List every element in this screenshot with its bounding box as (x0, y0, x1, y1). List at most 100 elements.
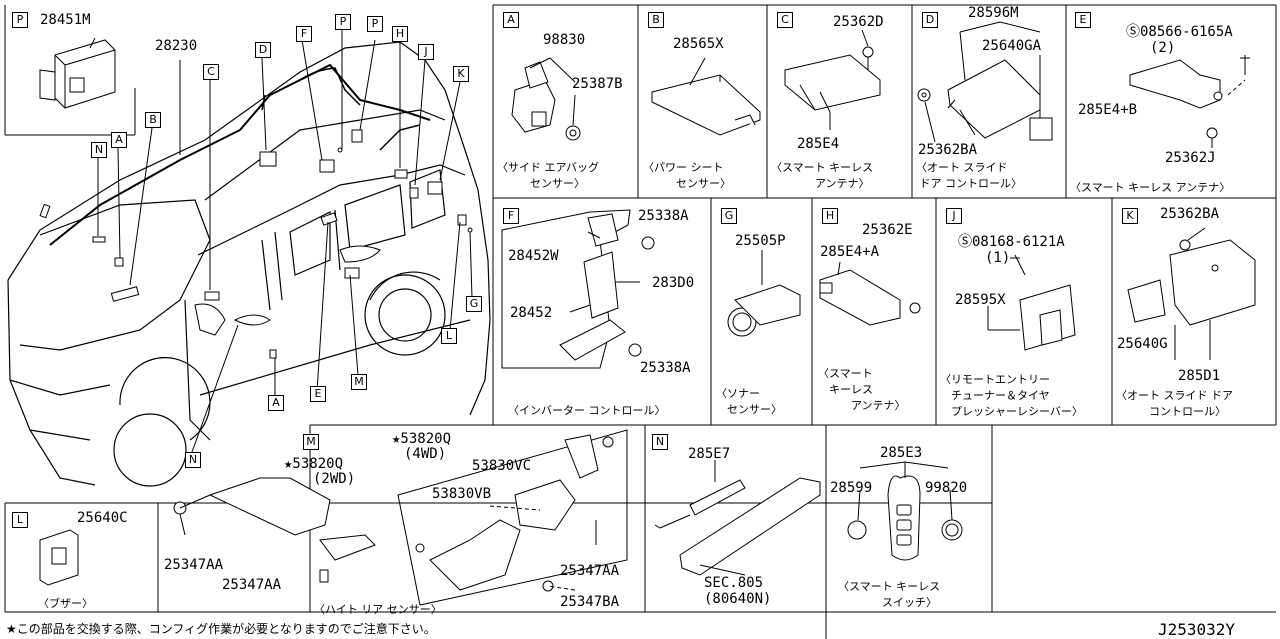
part-number-28599: 28599 (830, 480, 873, 496)
callout-L: L (441, 328, 457, 344)
part-53820Q-2WD-drawing (173, 477, 376, 583)
part-285E4B-drawing (1129, 55, 1250, 148)
panel-L-caption: 〈ブザー〉 (38, 597, 93, 610)
panel-K-label: K (1122, 208, 1138, 224)
panel-F-caption: 〈インバーター コントロール〉 (508, 404, 666, 417)
panel-A-caption: 〈サイド エアバッグ センサー〉 (497, 161, 600, 190)
part-285E7-drawing (654, 460, 821, 576)
panel-switch-caption: 〈スマート キーレス スイッチ〉 (838, 580, 941, 609)
part-number-285E7: 285E7 (688, 446, 731, 462)
callout-G-bottom: G (466, 296, 482, 312)
panel-M-label: M (303, 434, 319, 450)
panel-K-caption: 〈オート スライド ドア コントロール〉 (1116, 389, 1233, 418)
part-number-99820: 99820 (925, 480, 968, 496)
panel-D-label: D (922, 12, 938, 28)
callout-H: H (392, 26, 408, 42)
part-53820Q-4WD-drawing (397, 429, 628, 606)
panel-B-caption: 〈パワー シート センサー〉 (643, 161, 731, 190)
section-ref-SEC805: SEC.805 (704, 575, 764, 591)
callout-K: K (453, 66, 469, 82)
panel-D-caption: 〈オート スライド ドア コントロール〉 (916, 161, 1022, 190)
part-number-25347AA-left: 25347AA (164, 557, 224, 573)
panel-H-label: H (822, 208, 838, 224)
part-number-25347AA-center: 25347AA (222, 577, 282, 593)
panel-L-label: L (12, 512, 28, 528)
panel-C-label: C (777, 12, 793, 28)
callout-leaders (97, 28, 473, 453)
vehicle-components (39, 129, 473, 359)
part-number-285E4: 285E4 (797, 136, 840, 152)
part-283D0-drawing (501, 209, 655, 369)
part-number-25640C: 25640C (77, 510, 128, 526)
callout-F: F (296, 26, 312, 42)
part-number-98830: 98830 (543, 32, 586, 48)
quantity-2: (2) (1150, 40, 1176, 56)
callout-P: P (367, 16, 383, 32)
part-number-283D0: 283D0 (652, 275, 695, 291)
part-number-285E3: 285E3 (880, 445, 923, 461)
callout-N-bottom: N (185, 452, 201, 468)
part-number-25362BA-K: 25362BA (1160, 206, 1220, 222)
part-25640C-drawing (39, 529, 79, 586)
callout-E: E (310, 386, 326, 402)
part-number-285E4+B: 285E4+B (1078, 102, 1138, 118)
part-number-28595X: 28595X (955, 292, 1006, 308)
part-number-25362J: 25362J (1165, 150, 1216, 166)
diagram-code: J253032Y (1158, 620, 1236, 639)
panel-E-label: E (1075, 12, 1091, 28)
panel-J-label: J (946, 208, 962, 224)
part-number-28451M: 28451M (40, 12, 91, 28)
part-number-25347BA: 25347BA (560, 594, 620, 610)
panel-A-label: A (503, 12, 519, 28)
panel-J-caption: 〈リモートエントリー チューナー＆タイヤ プレッシャーレシーバー〉 (940, 373, 1083, 418)
part-number-25338A-top: 25338A (638, 208, 689, 224)
panel-B-label: B (648, 12, 664, 28)
callout-B: B (145, 112, 161, 128)
part-number-08168-6121A: Ⓢ08168-6121A (958, 234, 1065, 250)
part-25640GA-drawing (917, 21, 1053, 143)
panel-F-label: F (503, 208, 519, 224)
part-number-25387B: 25387B (572, 76, 623, 92)
callout-G-top: P (335, 14, 351, 30)
part-285E4-drawing (784, 29, 881, 130)
part-number-25505P: 25505P (735, 233, 786, 249)
part-number-53820Q-4WD: ★53820Q (392, 431, 452, 447)
part-number-285D1: 285D1 (1178, 368, 1221, 384)
panel-C-caption: 〈スマート キーレス アンテナ〉 (771, 161, 874, 190)
callout-A-bottom: A (268, 395, 284, 411)
section-ref-80640N: (80640N) (704, 591, 772, 607)
panel-G-caption: 〈ソナー センサー〉 (716, 387, 782, 416)
callout-A-top: A (111, 132, 127, 148)
part-number-53820Q-2WD: ★53820Q (284, 456, 344, 472)
part-number-53830VB: 53830VB (432, 486, 492, 502)
part-number-28452: 28452 (510, 305, 553, 321)
callout-J: J (418, 44, 434, 60)
part-number-28596M: 28596M (968, 5, 1019, 21)
variant-2WD: (2WD) (313, 471, 356, 487)
part-number-25640G: 25640G (1117, 336, 1168, 352)
part-number-28452W: 28452W (508, 248, 559, 264)
part-number-25640GA: 25640GA (982, 38, 1042, 54)
part-number-53830VC: 53830VC (472, 458, 532, 474)
part-number-28230: 28230 (155, 38, 198, 54)
callout-C: C (203, 64, 219, 80)
part-285D1-drawing (1127, 227, 1256, 360)
callout-N-top: N (91, 142, 107, 158)
part-25505P-drawing (727, 250, 801, 337)
part-number-25338A-bottom: 25338A (640, 360, 691, 376)
panel-H-caption: 〈スマート キーレス アンテナ〉 (818, 367, 906, 412)
part-number-285E4+A: 285E4+A (820, 244, 880, 260)
part-28595X-drawing (987, 254, 1076, 351)
callout-M: M (351, 374, 367, 390)
part-28451M-drawing (39, 37, 116, 109)
part-number-08566-6165A: Ⓢ08566-6165A (1126, 24, 1233, 40)
part-28565X-drawing (651, 57, 761, 136)
part-number-28565X: 28565X (673, 36, 724, 52)
part-number-25347AA-4WD: 25347AA (560, 563, 620, 579)
part-number-25362BA: 25362BA (918, 142, 978, 158)
variant-4WD: (4WD) (404, 446, 447, 462)
panel-N-label: N (652, 434, 668, 450)
panel-E-caption: 〈スマート キーレス アンテナ〉 (1070, 181, 1231, 194)
